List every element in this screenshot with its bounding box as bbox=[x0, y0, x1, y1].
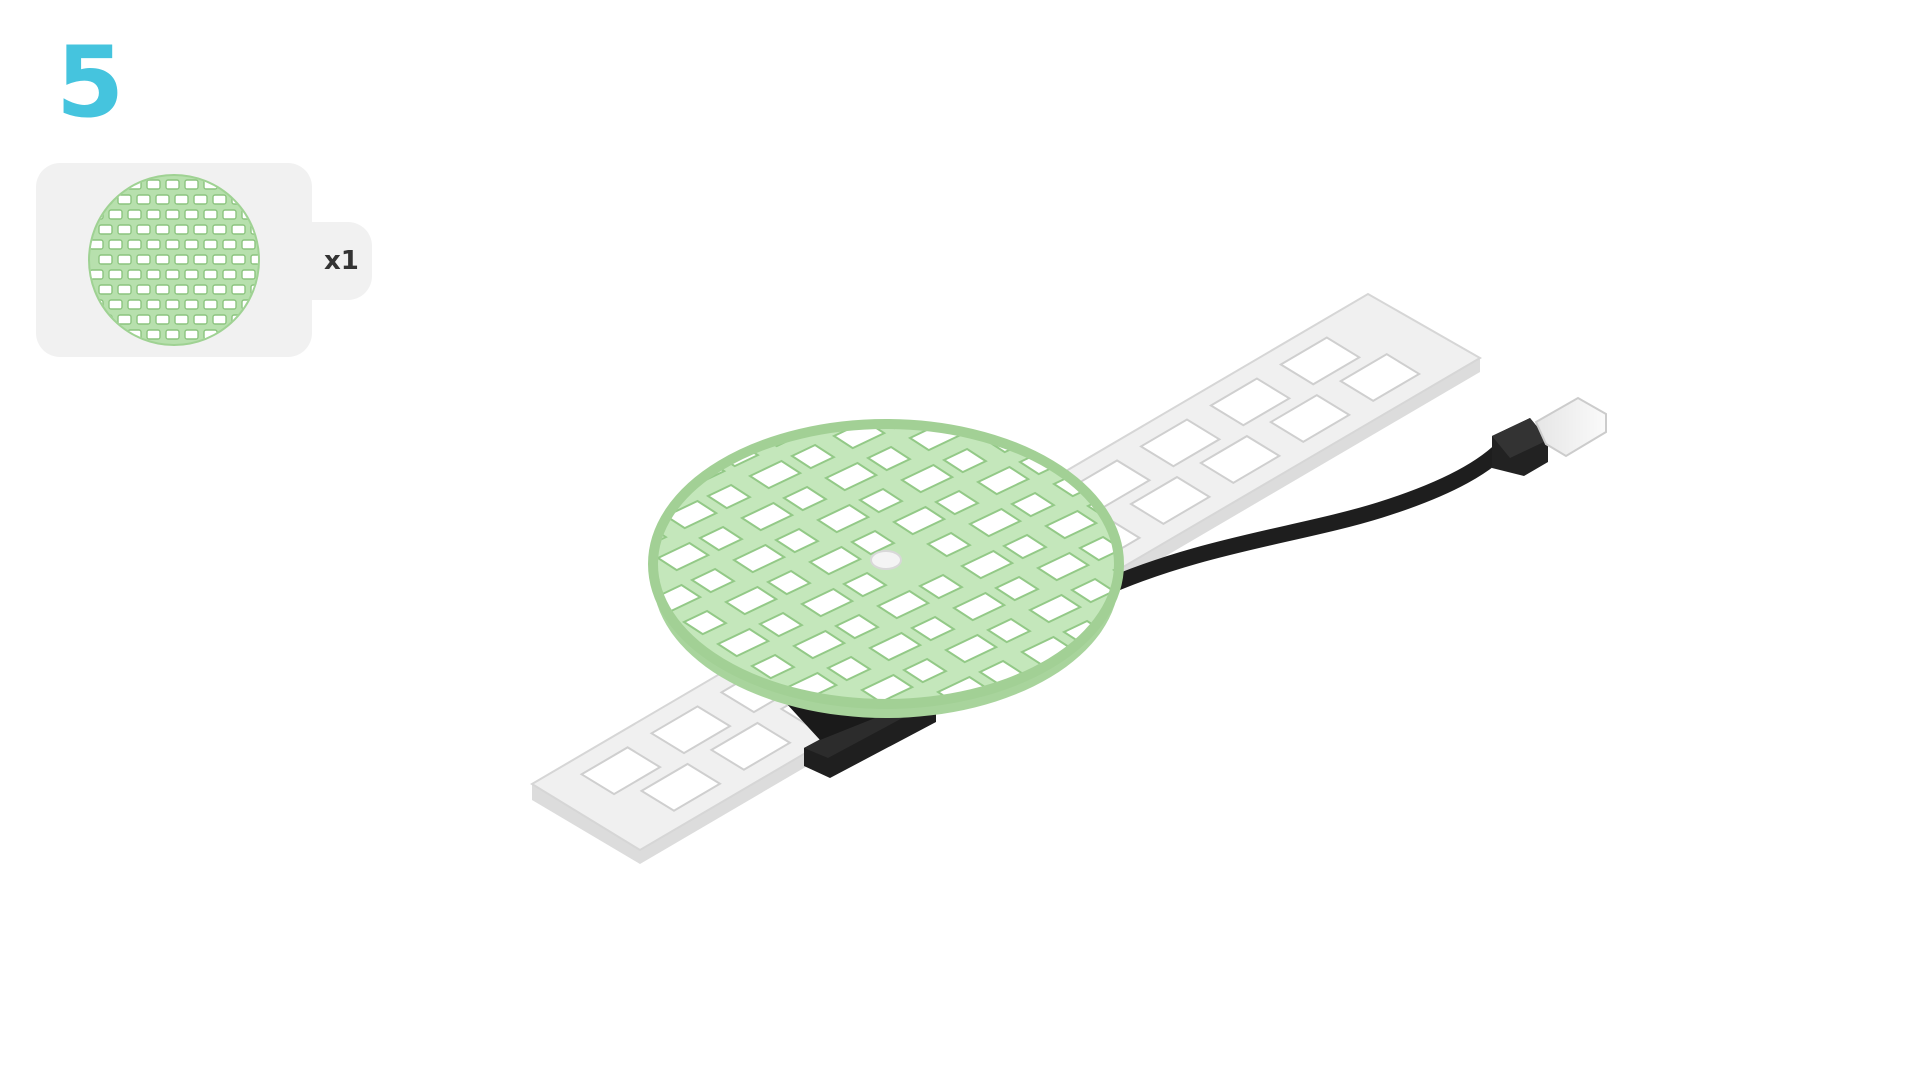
quantity-label: x1 bbox=[324, 246, 359, 276]
step-number: 5 bbox=[56, 26, 124, 140]
green-round-grid-plate-icon bbox=[88, 174, 260, 346]
quantity-tab bbox=[290, 222, 372, 300]
usb-cable bbox=[1092, 396, 1607, 598]
green-grid-plate bbox=[648, 419, 1124, 718]
